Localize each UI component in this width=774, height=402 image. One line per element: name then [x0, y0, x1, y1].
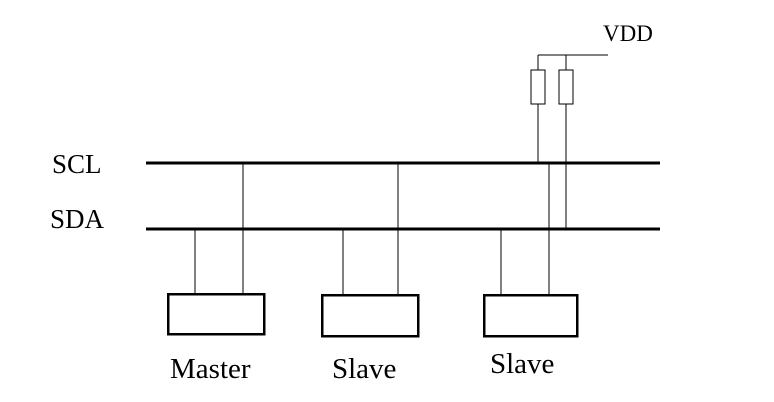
- slave-1-box: [320, 293, 420, 338]
- device-slave-1: Slave: [320, 163, 420, 385]
- pullup-resistor-sda: [558, 69, 574, 105]
- slave-2-box: [482, 293, 579, 338]
- sda-label: SDA: [50, 204, 105, 234]
- master-label: Master: [170, 353, 251, 385]
- pullup-network: [530, 54, 608, 229]
- slave-2-label: Slave: [490, 348, 554, 380]
- master-box: [166, 292, 266, 336]
- device-slave-2: Slave: [482, 163, 579, 380]
- slave-1-label: Slave: [332, 353, 396, 385]
- scl-label: SCL: [52, 149, 102, 179]
- vdd-label: VDD: [603, 21, 653, 46]
- pullup-resistor-scl: [530, 69, 546, 105]
- device-master: Master: [166, 163, 266, 385]
